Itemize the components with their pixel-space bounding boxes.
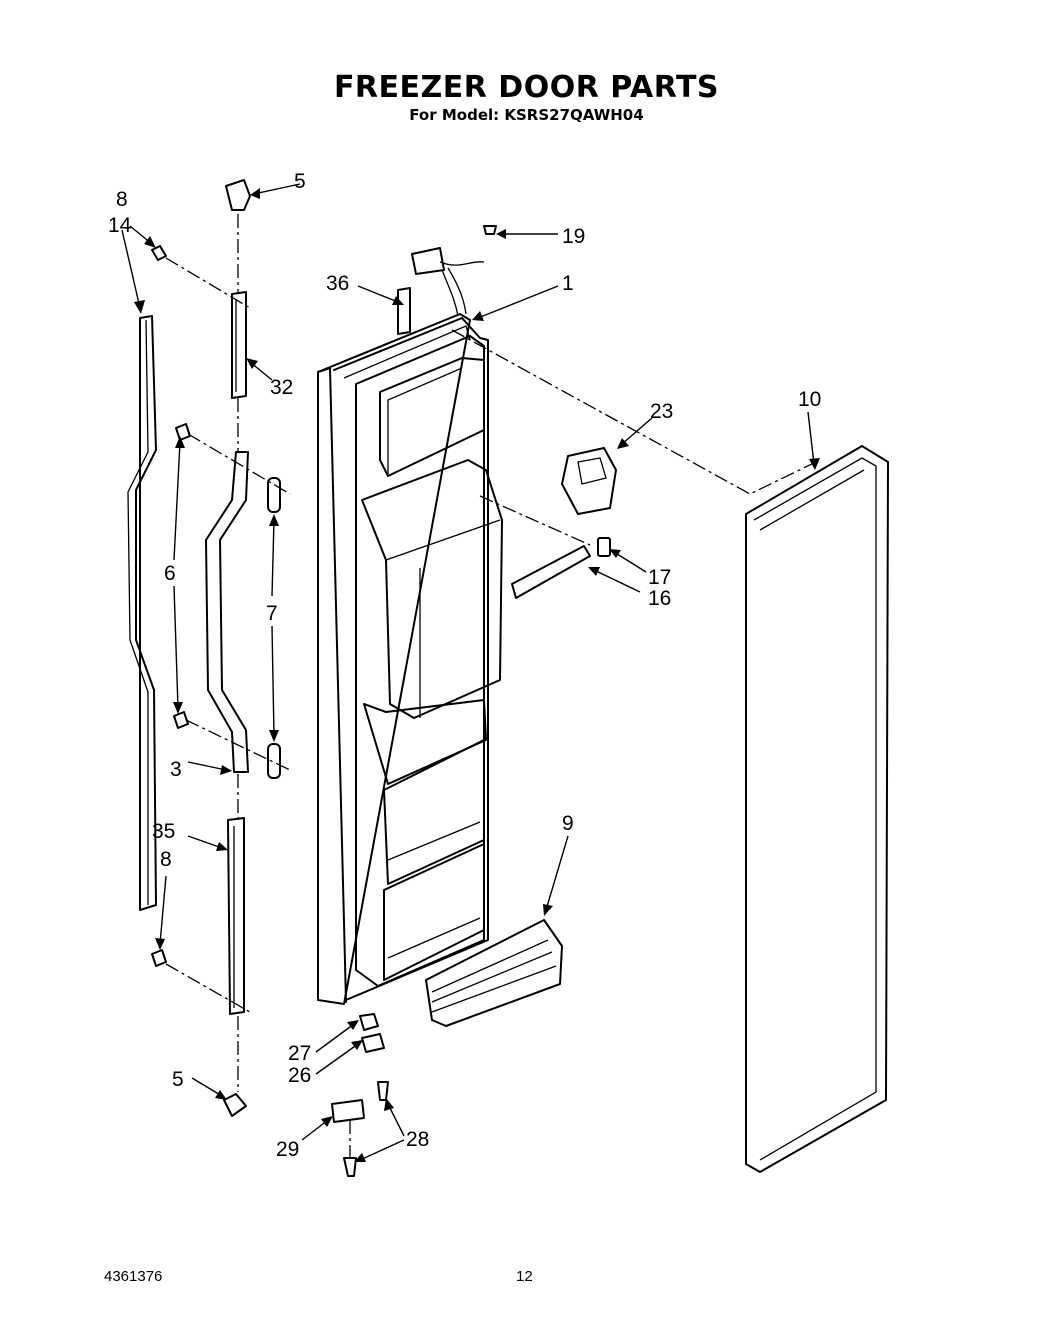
callout-27: 27: [288, 1042, 311, 1065]
part-29-lower-hinge: [331, 1099, 365, 1123]
callout-5-top: 5: [294, 170, 306, 193]
leader-lines: [121, 183, 820, 1162]
part-7-spacers: [267, 477, 281, 779]
callout-23: 23: [650, 400, 673, 423]
part-10-gasket: [745, 445, 889, 1173]
part-36-seal-strip: [397, 287, 411, 335]
callout-7: 7: [266, 602, 278, 625]
callout-32: 32: [270, 376, 293, 399]
page-title: FREEZER DOOR PARTS: [333, 70, 720, 105]
callout-17: 17: [648, 566, 671, 589]
document-number: 4361376: [104, 1268, 163, 1285]
callout-14: 14: [108, 214, 132, 237]
callout-3: 3: [170, 758, 182, 781]
callout-labels: 5 8 14 19 36 1 32 10 23 6 7 17 16 3 35 8…: [108, 170, 821, 1161]
callout-35: 35: [152, 820, 175, 843]
callout-26: 26: [288, 1064, 311, 1087]
page-number: 12: [516, 1268, 533, 1285]
model-subtitle: For Model: KSRS27QAWH04: [409, 106, 644, 124]
callout-19: 19: [562, 225, 585, 248]
part-32-upper-handle-mount: [231, 291, 247, 399]
part-14-trim-strip: [127, 315, 157, 911]
callout-10: 10: [798, 388, 821, 411]
assembly-centerlines: [165, 214, 821, 1158]
part-17-clip: [597, 537, 611, 557]
callout-9: 9: [562, 812, 574, 835]
callout-28: 28: [406, 1128, 429, 1151]
callout-8-top: 8: [116, 188, 128, 211]
callout-16: 16: [648, 587, 671, 610]
part-16-rail: [511, 545, 591, 599]
part-1-door-liner: [317, 247, 503, 1005]
part-9-door-bin: [425, 919, 563, 1027]
callout-29: 29: [276, 1138, 299, 1161]
callout-5-bottom: 5: [172, 1068, 184, 1091]
part-3-handle: [205, 451, 249, 773]
callout-36: 36: [326, 272, 349, 295]
part-5-bottom-cap: [223, 1093, 247, 1117]
callout-1: 1: [562, 272, 574, 295]
callout-8-bottom: 8: [160, 848, 172, 871]
part-26-27-hinge-bushing: [359, 1013, 385, 1053]
part-5-top-cap: [225, 179, 251, 211]
part-35-lower-handle-mount: [227, 817, 245, 1015]
part-23-chute: [561, 447, 617, 515]
callout-6: 6: [164, 562, 176, 585]
